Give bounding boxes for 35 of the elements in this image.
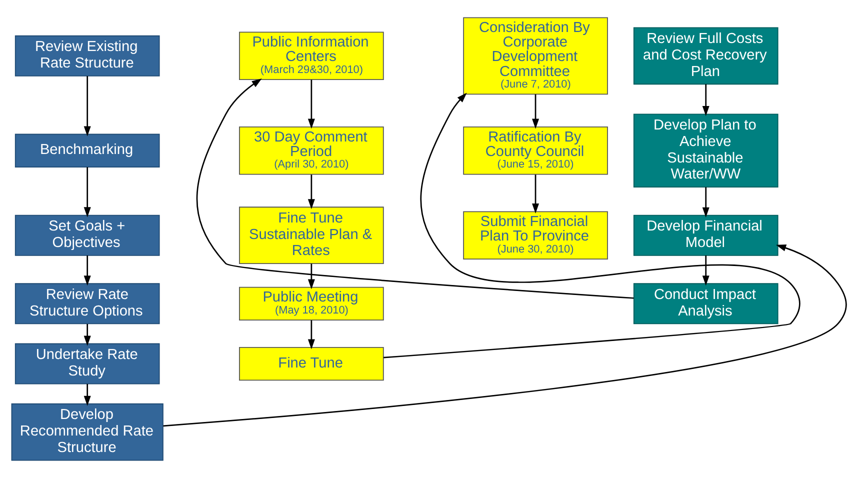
arrow <box>84 384 91 406</box>
node-box: Review Existing Rate Structure <box>14 35 160 76</box>
node-box: Set Goals + Objectives <box>14 214 160 256</box>
arrow <box>163 244 846 427</box>
arrow <box>532 174 540 214</box>
arrow <box>308 320 315 350</box>
node-box: Conduct Impact Analysis <box>633 283 778 324</box>
node-box: Develop Recommended Rate Structure <box>11 403 164 461</box>
node-box: Fine Tune <box>239 346 384 381</box>
node-box: Ratification By County Council (June 15, 2010) <box>463 126 608 175</box>
arrow <box>384 92 800 358</box>
node-box: Review Rate Structure Options <box>14 283 160 324</box>
arrow <box>532 94 540 129</box>
node-box: Develop Plan to Achieve Sustainable Water/WW <box>633 114 778 188</box>
arrow <box>84 324 91 346</box>
node-box: Benchmarking <box>14 134 160 168</box>
node-box: Develop Financial Model <box>633 214 778 256</box>
node-box: Review Full Costs and Cost Recovery Plan <box>633 27 778 85</box>
arrow <box>84 256 91 286</box>
node-box: Public Information Centers (March 29&30, 2010) <box>239 32 384 80</box>
node-box: Consideration By Corporate Development Committee (June 7, 2010) <box>463 17 608 95</box>
arrow <box>308 174 315 210</box>
arrow <box>702 84 710 116</box>
arrow <box>84 167 91 218</box>
node-box: Undertake Rate Study <box>14 343 160 384</box>
arrow <box>84 76 91 136</box>
arrow <box>308 80 315 129</box>
arrow <box>308 264 315 290</box>
node-box: Public Meeting (May 18, 2010) <box>239 286 384 321</box>
node-box: Submit Financial Plan To Province (June 30, 2010) <box>463 211 608 260</box>
arrow <box>702 187 710 218</box>
arrow <box>196 78 634 299</box>
node-box: 30 Day Comment Period (April 30, 2010) <box>239 126 384 175</box>
arrow <box>702 256 710 286</box>
node-box: Fine Tune Sustainable Plan & Rates <box>239 206 384 264</box>
